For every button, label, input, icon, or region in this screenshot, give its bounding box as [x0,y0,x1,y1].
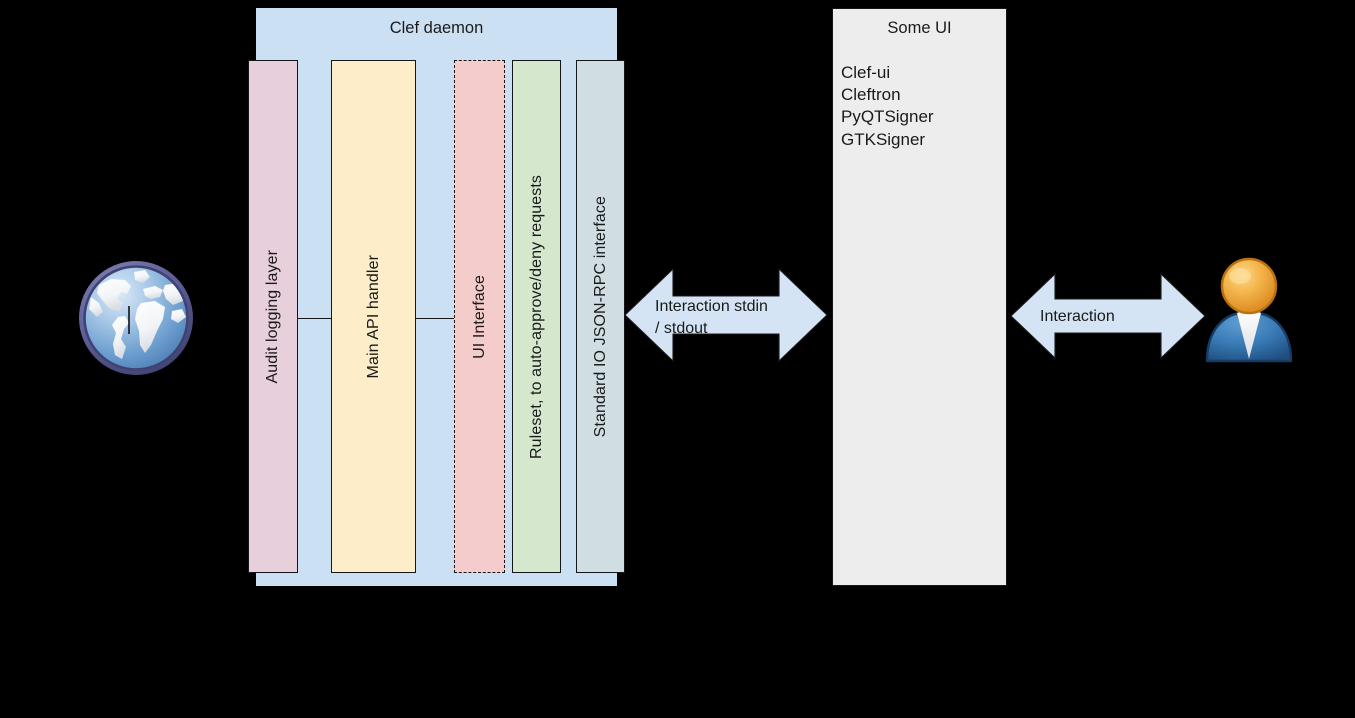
box-ui-interface[interactable]: UI Interface [454,60,505,573]
some-ui-item-gtksigner: GTKSigner [841,129,926,149]
box-audit-logging-layer-label: Audit logging layer [264,249,281,384]
some-ui-item-list: Clef-ui Cleftron PyQTSigner GTKSigner [841,62,1001,151]
stdin-stdout-arrow-label: Interaction stdin / stdout [655,298,768,337]
box-audit-logging-layer[interactable]: Audit logging layer [248,60,298,573]
some-ui-item-cleftron: Cleftron [841,85,901,105]
globe-internet-icon [77,259,195,377]
box-ruleset[interactable]: Ruleset, to auto-approve/deny requests [512,60,561,573]
box-main-api-handler[interactable]: Main API handler [331,60,416,573]
interaction-arrow [1010,272,1206,360]
interaction-arrow-label: Interaction [1040,308,1115,325]
user-person-icon [1203,255,1295,363]
box-standard-io-jsonrpc-label: Standard IO JSON-RPC interface [591,195,609,438]
some-ui-title: Some UI [887,19,952,37]
box-ruleset-label: Ruleset, to auto-approve/deny requests [527,174,545,459]
clef-daemon-container [256,8,617,586]
box-ui-interface-label: UI Interface [470,274,488,359]
some-ui-item-clef-ui: Clef-ui [841,63,891,82]
connector-api-ui [415,318,455,319]
box-standard-io-jsonrpc[interactable]: Standard IO JSON-RPC interface [576,60,625,573]
box-main-api-handler-label: Main API handler [364,254,382,379]
connector-audit-api [297,318,332,319]
some-ui-panel[interactable] [832,8,1007,586]
stdin-stdout-arrow [624,267,828,363]
clef-daemon-title: Clef daemon [389,19,484,37]
some-ui-item-pyqtsigner: PyQTSigner [841,107,934,127]
